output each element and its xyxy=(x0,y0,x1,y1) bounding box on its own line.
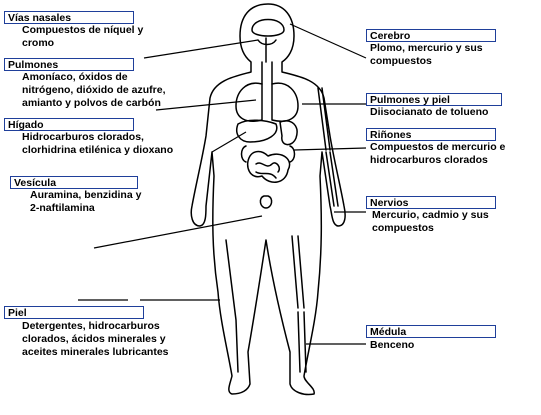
label-pulmones-piel-title: Pulmones y piel xyxy=(366,93,502,106)
label-vias-nasales-text: Compuestos de níquel y cromo xyxy=(22,24,143,50)
label-rinones-text: Compuestos de mercurio e hidrocarburos c… xyxy=(370,141,505,167)
bladder xyxy=(260,196,271,208)
leader-vias-nasales xyxy=(144,40,258,58)
label-piel-text: Detergentes, hidrocarburos clorados, áci… xyxy=(22,320,169,359)
label-medula-text: Benceno xyxy=(370,339,414,352)
stomach xyxy=(280,121,297,145)
label-higado-text: Hidrocarburos clorados, clorhidrina etil… xyxy=(22,131,173,157)
brain-shape xyxy=(252,20,284,37)
right-lung xyxy=(272,83,298,121)
femur xyxy=(292,236,304,308)
tibia xyxy=(298,312,306,372)
label-pulmones-piel-text: Diisocianato de tolueno xyxy=(370,106,488,119)
leader-cerebro xyxy=(290,24,366,58)
label-pulmones-title: Pulmones xyxy=(4,58,134,71)
liver xyxy=(237,120,277,142)
label-higado-title: Hígado xyxy=(4,118,134,131)
kidneys xyxy=(242,146,295,162)
label-vias-nasales-title: Vías nasales xyxy=(4,11,134,24)
label-piel-title: Piel xyxy=(4,306,144,319)
label-vesicula-text: Auramina, benzidina y 2-naftilamina xyxy=(30,189,141,215)
leader-pulmones xyxy=(156,100,256,110)
intestine-coils xyxy=(256,163,279,178)
label-nervios-title: Nervios xyxy=(366,196,496,209)
nasal-passage xyxy=(258,38,276,62)
label-pulmones-text: Amoníaco, óxidos de nitrógeno, dióxido d… xyxy=(22,71,166,110)
trachea xyxy=(262,62,272,84)
label-medula-title: Médula xyxy=(366,325,496,338)
label-rinones-title: Riñones xyxy=(366,128,496,141)
label-vesicula-title: Vesícula xyxy=(10,176,138,189)
label-nervios-text: Mercurio, cadmio y sus compuestos xyxy=(372,209,489,235)
left-lung xyxy=(236,83,262,121)
label-cerebro-text: Plomo, mercurio y sus compuestos xyxy=(370,42,483,68)
leader-higado xyxy=(212,132,246,152)
leader-vesicula xyxy=(94,216,262,248)
intestines xyxy=(248,152,290,183)
label-cerebro-title: Cerebro xyxy=(366,29,496,42)
body-outline xyxy=(191,4,345,395)
